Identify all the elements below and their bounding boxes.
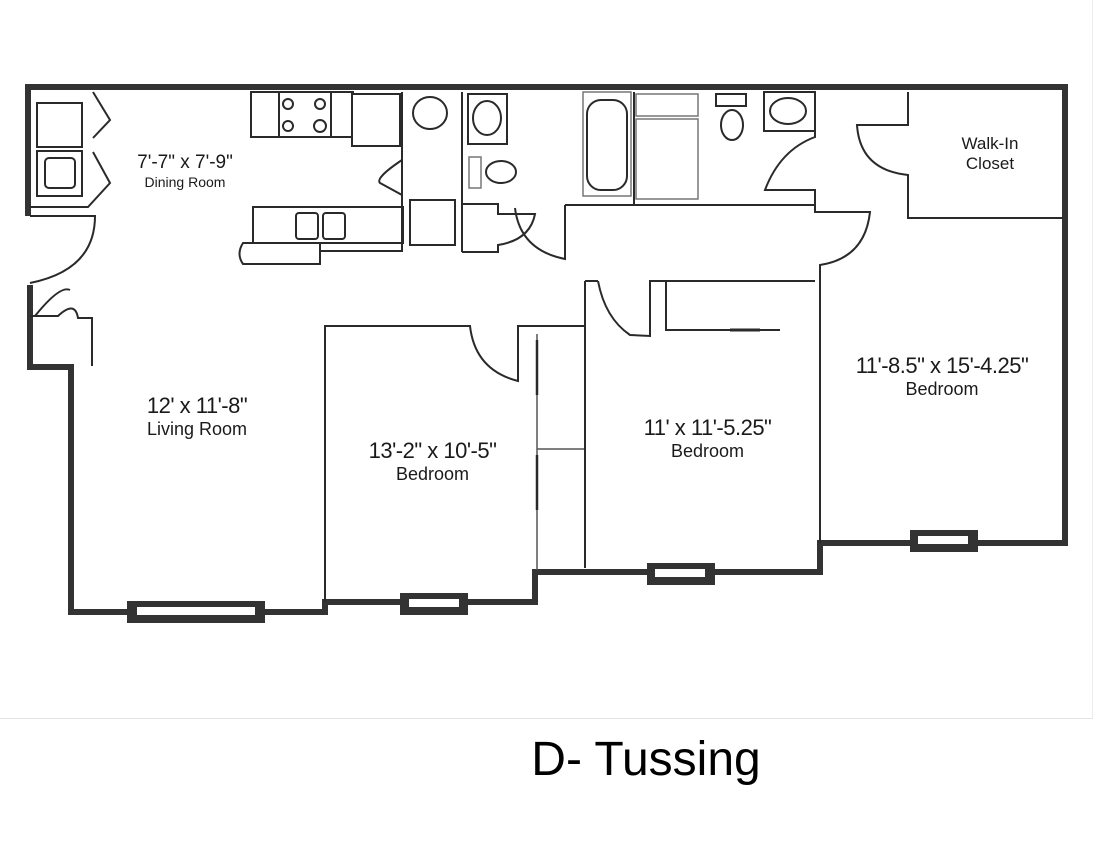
sink-icon-3 <box>769 97 807 125</box>
room-name: Living Room <box>146 419 248 439</box>
bathtub-icon <box>586 99 628 191</box>
room-label-bedroom-3: 11'-8.5" x 15'-4.25" Bedroom <box>822 353 1062 400</box>
window-bedroom3 <box>910 530 978 552</box>
room-label-bedroom-2: 11' x 11'-5.25" Bedroom <box>610 415 805 462</box>
sink-icon-2 <box>472 100 502 136</box>
room-name: Dining Room <box>144 174 226 190</box>
window-bedroom2 <box>647 563 715 585</box>
window-living <box>127 601 265 623</box>
room-name: Bedroom <box>670 441 745 461</box>
room-dimensions: 12' x 11'-8" <box>146 393 248 418</box>
room-name-line-2: Closet <box>965 154 1015 173</box>
sink-icon <box>295 212 319 240</box>
floor-plan-title: D- Tussing <box>531 733 761 786</box>
room-dimensions: 11' x 11'-5.25" <box>643 415 772 440</box>
room-label-living: 12' x 11'-8" Living Room <box>112 393 282 440</box>
room-name-line-1: Walk-In <box>961 134 1019 153</box>
exterior-wall <box>25 84 1068 615</box>
room-dimensions: 11'-8.5" x 15'-4.25" <box>855 353 1029 378</box>
room-label-bedroom-1: 13'-2" x 10'-5" Bedroom <box>335 438 530 485</box>
dryer-icon <box>44 157 76 189</box>
room-name: Bedroom <box>395 464 470 484</box>
room-name: Bedroom <box>905 379 979 399</box>
room-dimensions: 13'-2" x 10'-5" <box>368 438 497 463</box>
refrigerator-icon <box>351 93 401 147</box>
room-label-walk-in-closet: Walk-In Closet <box>940 134 1040 174</box>
floor-plan-frame <box>0 0 1093 719</box>
floor-plan-drawing <box>25 84 1068 623</box>
room-dimensions: 7'-7" x 7'-9" <box>137 152 233 173</box>
toilet-icon-3 <box>720 109 744 141</box>
room-label-dining: 7'-7" x 7'-9" Dining Room <box>115 152 255 190</box>
toilet-icon <box>412 96 448 130</box>
window-bedroom1 <box>400 593 468 615</box>
toilet-icon-2 <box>485 160 517 184</box>
washer-icon <box>36 102 83 148</box>
